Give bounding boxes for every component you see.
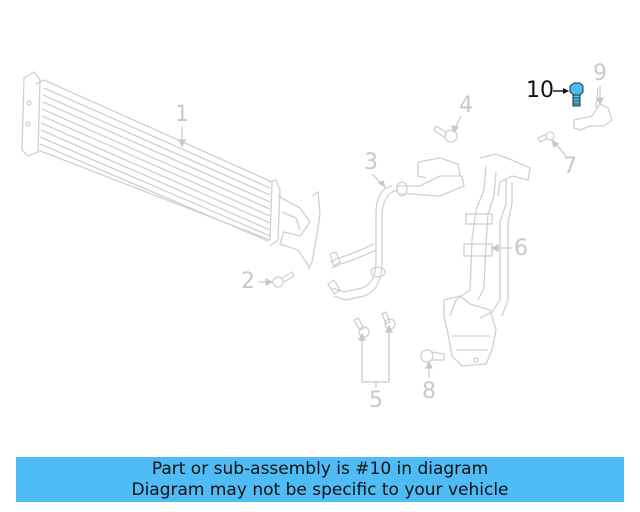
callout-2: 2 [241,269,255,294]
bolt-part-4 [433,125,458,143]
parts-diagram: 1 2 3 4 5 6 7 8 9 10 [21,61,613,413]
banner-part-number-text: Part or sub-assembly is #10 in diagram [151,459,489,479]
hose-assembly-part-6 [443,153,531,367]
callout-5: 5 [369,388,383,413]
callout-8: 8 [422,379,436,404]
callout-4: 4 [459,93,473,118]
bolt-part-8 [420,349,445,363]
diagram-drawing [21,71,613,388]
cooler-part-1 [21,71,321,271]
bolt-part-2 [272,271,295,288]
info-banner: Part or sub-assembly is #10 in diagram D… [16,457,624,502]
callout-9: 9 [593,61,607,86]
callout-1: 1 [175,102,189,127]
callout-7: 7 [563,154,577,179]
highlighted-bolt-part-10 [553,82,584,107]
hose-part-3 [327,157,465,301]
callout-10-highlighted: 10 [526,78,554,103]
bolt-part-7 [537,131,555,143]
callout-6: 6 [514,236,528,261]
callout-3: 3 [364,150,378,175]
banner-disclaimer-text: Diagram may not be specific to your vehi… [131,480,509,500]
